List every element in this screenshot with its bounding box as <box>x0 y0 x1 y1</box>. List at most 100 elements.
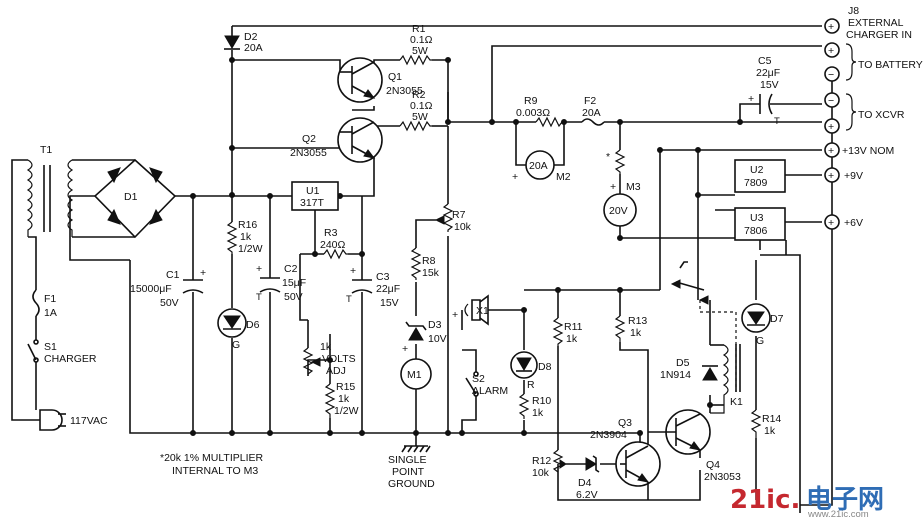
c3-label-name: C3 <box>376 271 390 283</box>
r15-label-power: 1/2W <box>334 405 359 417</box>
svg-text:21ic.: 21ic. <box>730 485 800 515</box>
transistor-q4: Q4 2N3053 <box>648 409 741 483</box>
r14-label-value: 1k <box>764 425 776 437</box>
resistor-r13: R13 1k <box>614 315 647 342</box>
r16-label-power: 1/2W <box>238 243 263 255</box>
d2-label-name: D2 <box>244 31 258 43</box>
r13-label-value: 1k <box>630 327 642 339</box>
c1-label-name: C1 <box>166 269 180 281</box>
vadj-label-value: 1k <box>320 341 332 353</box>
r16-label-value: 1k <box>240 231 252 243</box>
regulator-u3: U3 7806 <box>734 207 786 241</box>
watermark-logo: 21ic. 电子网 www.21ic.com <box>730 485 884 519</box>
c5-label-voltage: 15V <box>760 79 779 91</box>
r7-label-name: R7 <box>452 209 466 221</box>
transistor-q2: Q2 2N3055 <box>290 117 383 163</box>
footnote-line1: *20k 1% MULTIPLIER <box>160 452 264 464</box>
r7-label-value: 10k <box>454 221 472 233</box>
r11-label-name: R11 <box>564 321 583 333</box>
t1-label: T1 <box>40 144 52 156</box>
ground-label-line2: POINT <box>392 466 425 478</box>
s1-label-value: CHARGER <box>44 353 97 365</box>
c2-label-value: 15μF <box>282 277 306 289</box>
to-xcvr-label: TO XCVR <box>858 109 905 121</box>
d4-label-value: 6.2V <box>576 489 598 501</box>
s2-label-name: S2 <box>472 373 485 385</box>
d7-label-name: D7 <box>770 313 784 325</box>
c5-label-name: C5 <box>758 55 772 67</box>
r15-label-value: 1k <box>338 393 350 405</box>
d3-label-value: 10V <box>428 333 447 345</box>
f1-label-name: F1 <box>44 293 56 305</box>
v6-terminal-plus: + <box>828 217 834 229</box>
d6-label-color: G <box>232 339 240 351</box>
q1-label-value: 2N3055 <box>386 85 423 97</box>
d4-label-name: D4 <box>578 477 592 489</box>
footnote-line2: INTERNAL TO M3 <box>172 465 258 477</box>
r16-label-name: R16 <box>238 219 257 231</box>
m2-plus: + <box>512 171 518 183</box>
capacitor-c3: + T C3 22μF 15V <box>346 265 400 309</box>
j8-label-name: J8 <box>848 5 859 17</box>
footnote: *20k 1% MULTIPLIER INTERNAL TO M3 <box>160 452 264 477</box>
u1-label-value: 317T <box>300 197 325 209</box>
c3-label-value: 22μF <box>376 283 400 295</box>
u2-label-value: 7809 <box>744 177 768 189</box>
c3-label-voltage: 15V <box>380 297 399 309</box>
x1-plus: + <box>452 309 458 321</box>
r15-label-name: R15 <box>336 381 355 393</box>
q4-label-name: Q4 <box>706 459 720 471</box>
s2-label-value: ALARM <box>472 385 508 397</box>
k1-label: K1 <box>730 396 743 408</box>
buzzer-x1: X1 + <box>452 294 489 326</box>
j8-label-line3: CHARGER IN <box>846 29 912 41</box>
r8-label-value: 15k <box>422 267 440 279</box>
switch-s2: S2 ALARM <box>465 371 508 397</box>
v13-terminal-plus: + <box>828 145 834 157</box>
d6-label-name: D6 <box>246 319 260 331</box>
switch-s1: S1 CHARGER <box>27 339 97 365</box>
m3-star: * <box>606 151 610 163</box>
u1-label-name: U1 <box>306 185 320 197</box>
battery-terminal-plus: + <box>828 45 834 57</box>
vadj-label-adj: ADJ <box>326 365 346 377</box>
junction-dots <box>190 57 743 436</box>
d2-label-value: 20A <box>244 42 263 54</box>
regulator-u1: U1 317T <box>291 181 339 211</box>
relay-contacts <box>670 261 709 305</box>
meter-m1: M1 <box>400 358 432 390</box>
r1-label-name: R1 <box>412 23 426 35</box>
led-d7: D7 G <box>741 303 784 347</box>
r3-label-value: 240Ω <box>320 239 346 251</box>
potentiometer-volts-adj: 1k VOLTS ADJ <box>302 341 356 377</box>
q1-label-name: Q1 <box>388 71 402 83</box>
resistor-r2: R2 0.1Ω 5W <box>399 89 433 132</box>
q3-label-name: Q3 <box>618 417 632 429</box>
transistor-q1: Q1 2N3055 <box>337 57 423 103</box>
v9-terminal-plus: + <box>828 170 834 182</box>
j8-label-line2: EXTERNAL <box>848 17 904 29</box>
regulator-u2: U2 7809 <box>734 159 786 193</box>
ground-symbol: SINGLE POINT GROUND <box>388 433 435 490</box>
capacitor-c5: + T C5 22μF 15V <box>748 55 780 127</box>
potentiometer-r7: R7 10k <box>434 203 472 233</box>
c5-t: T <box>774 116 780 127</box>
q3-label-value: 2N3904 <box>590 429 627 441</box>
v9-label: +9V <box>844 170 863 182</box>
m1-label: M1 <box>407 369 422 381</box>
ground-label-line1: SINGLE <box>388 454 427 466</box>
svg-text:电子网: 电子网 <box>806 485 884 515</box>
resistor-r1: R1 0.1Ω 5W <box>399 23 433 66</box>
m3-label-value: 20V <box>609 205 628 217</box>
d3-plus: + <box>402 343 408 355</box>
zener-d3: D3 10V + <box>402 319 447 355</box>
d8-label-name: D8 <box>538 361 552 373</box>
r13-label-name: R13 <box>628 315 647 327</box>
vac-label: 117VAC <box>70 415 108 427</box>
resistor-r11: R11 1k <box>552 317 583 346</box>
r10-label-value: 1k <box>532 407 544 419</box>
fuse-f1: F1 1A <box>32 289 57 319</box>
r9-label-name: R9 <box>524 95 538 107</box>
